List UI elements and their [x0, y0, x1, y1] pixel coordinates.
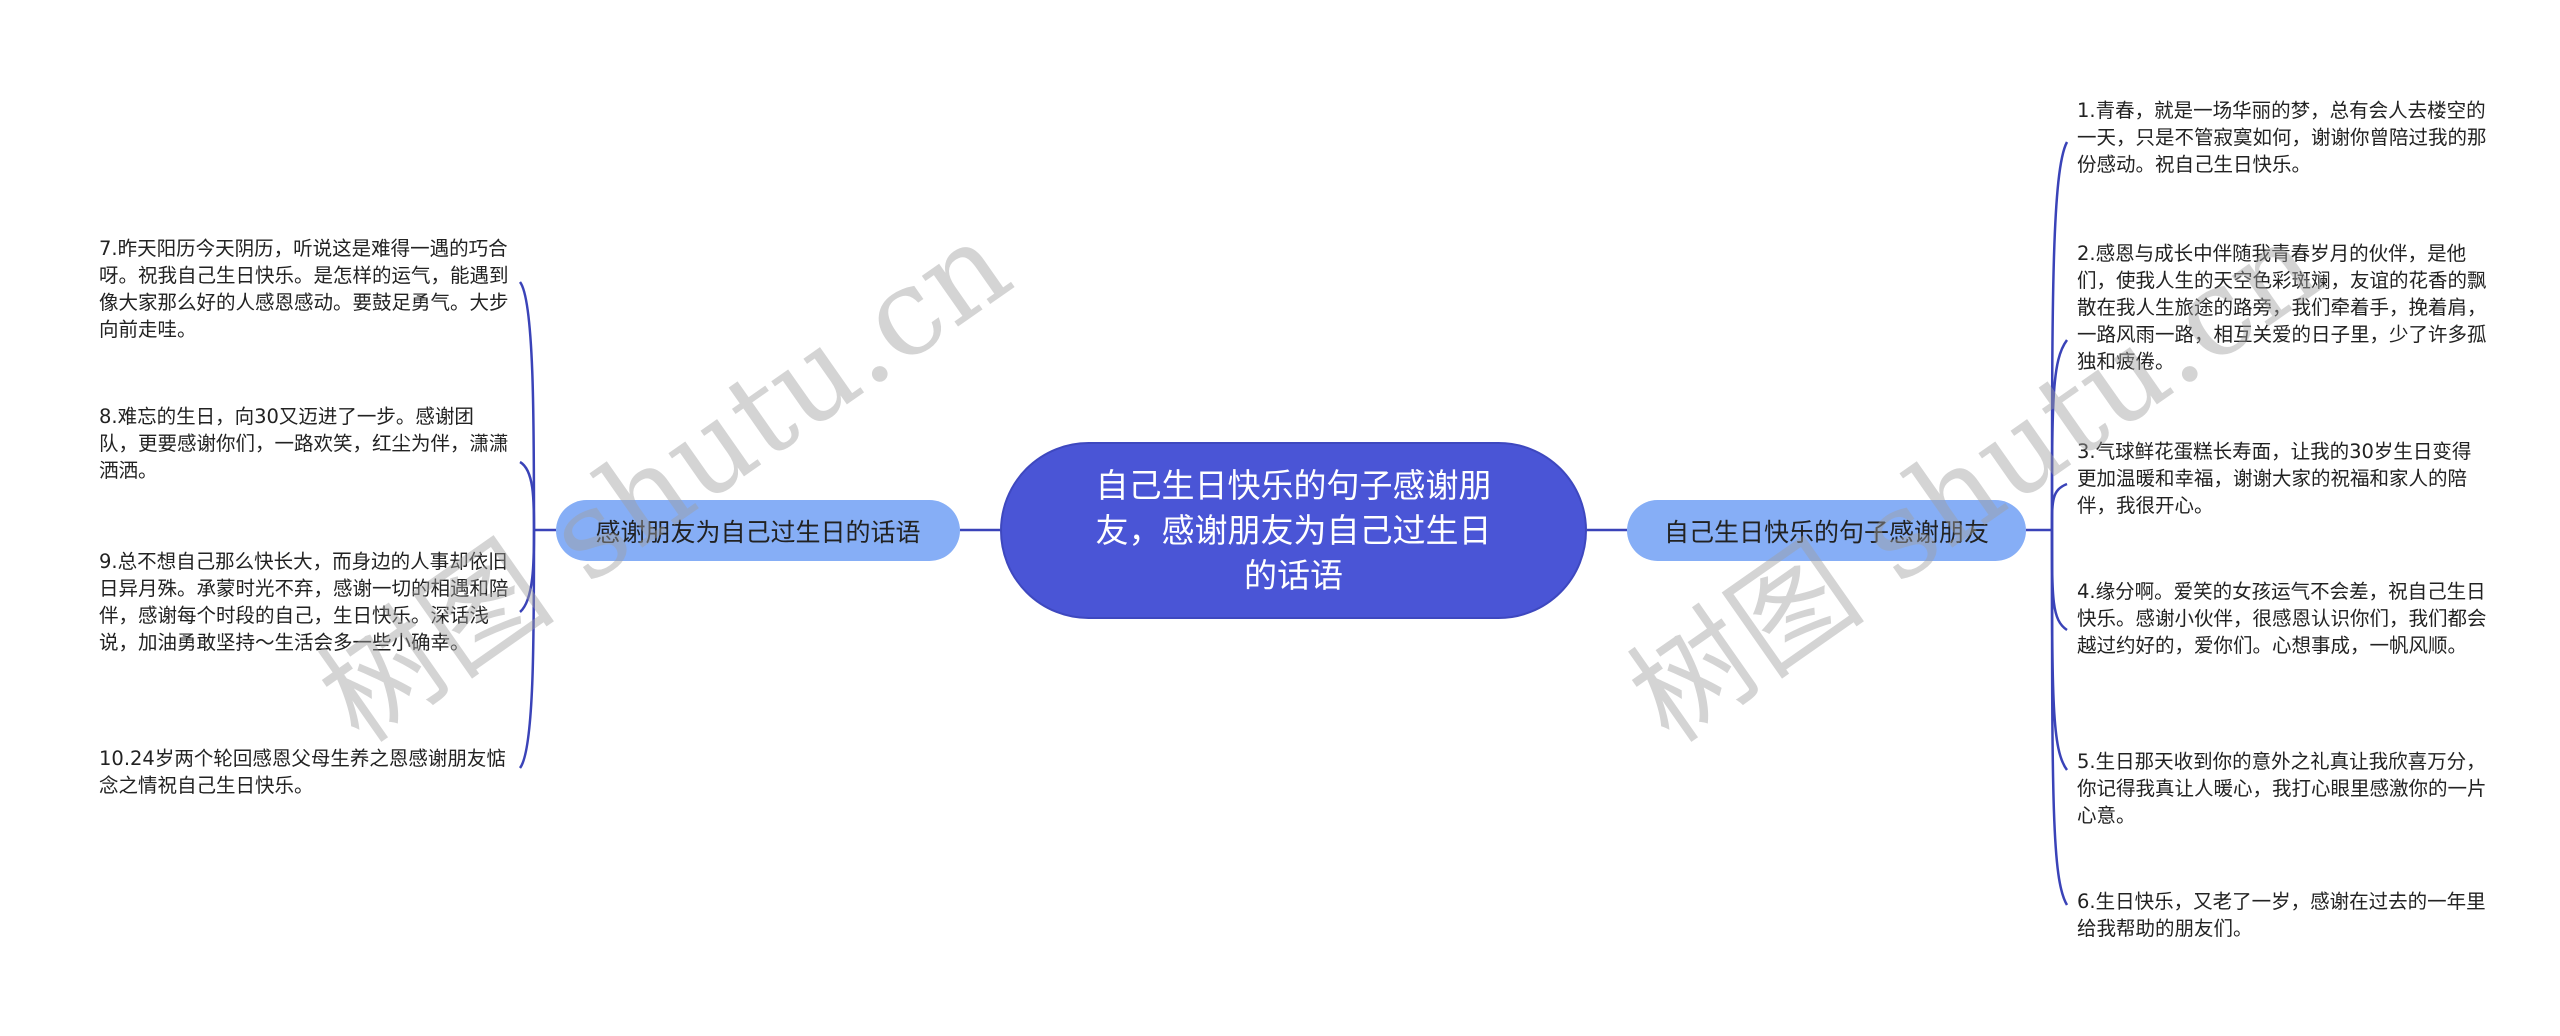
branch-right-label: 自己生日快乐的句子感谢朋友 [1663, 517, 1989, 547]
branch-right[interactable]: 自己生日快乐的句子感谢朋友 [1627, 500, 2026, 561]
leaf-text: 7.昨天阳历今天阴历，听说这是难得一遇的巧合呀。祝我自己生日快乐。是怎样的运气，… [99, 237, 509, 341]
leaf-item-6[interactable]: 6.生日快乐，又老了一岁，感谢在过去的一年里给我帮助的朋友们。 [2077, 888, 2487, 942]
leaf-text: 2.感恩与成长中伴随我青春岁月的伙伴，是他们，使我人生的天空色彩斑斓，友谊的花香… [2077, 242, 2487, 373]
leaf-text: 3.气球鲜花蛋糕长寿面，让我的30岁生日变得更加温暖和幸福，谢谢大家的祝福和家人… [2077, 440, 2472, 517]
leaf-text: 10.24岁两个轮回感恩父母生养之恩感谢朋友惦念之情祝自己生日快乐。 [99, 747, 506, 797]
root-topic-label: 自己生日快乐的句子感谢朋友，感谢朋友为自己过生日的话语 [1095, 466, 1492, 595]
leaf-text: 9.总不想自己那么快长大，而身边的人事却依旧日异月殊。承蒙时光不弃，感谢一切的相… [99, 550, 509, 654]
leaf-item-4[interactable]: 4.缘分啊。爱笑的女孩运气不会差，祝自己生日快乐。感谢小伙伴，很感恩认识你们，我… [2077, 578, 2487, 659]
branch-left-label: 感谢朋友为自己过生日的话语 [595, 517, 921, 547]
leaf-item-2[interactable]: 2.感恩与成长中伴随我青春岁月的伙伴，是他们，使我人生的天空色彩斑斓，友谊的花香… [2077, 240, 2487, 375]
leaf-item-3[interactable]: 3.气球鲜花蛋糕长寿面，让我的30岁生日变得更加温暖和幸福，谢谢大家的祝福和家人… [2077, 438, 2487, 519]
root-topic[interactable]: 自己生日快乐的句子感谢朋友，感谢朋友为自己过生日的话语 [1000, 442, 1587, 619]
leaf-item-1[interactable]: 1.青春，就是一场华丽的梦，总有会人去楼空的一天，只是不管寂寞如何，谢谢你曾陪过… [2077, 97, 2487, 178]
leaf-text: 4.缘分啊。爱笑的女孩运气不会差，祝自己生日快乐。感谢小伙伴，很感恩认识你们，我… [2077, 580, 2487, 657]
leaf-text: 5.生日那天收到你的意外之礼真让我欣喜万分，你记得我真让人暖心，我打心眼里感激你… [2077, 750, 2487, 827]
leaf-item-9[interactable]: 9.总不想自己那么快长大，而身边的人事却依旧日异月殊。承蒙时光不弃，感谢一切的相… [99, 548, 509, 656]
branch-left[interactable]: 感谢朋友为自己过生日的话语 [556, 500, 960, 561]
leaf-item-8[interactable]: 8.难忘的生日，向30又迈进了一步。感谢团队，更要感谢你们，一路欢笑，红尘为伴，… [99, 403, 509, 484]
leaf-item-5[interactable]: 5.生日那天收到你的意外之礼真让我欣喜万分，你记得我真让人暖心，我打心眼里感激你… [2077, 748, 2487, 829]
leaf-text: 8.难忘的生日，向30又迈进了一步。感谢团队，更要感谢你们，一路欢笑，红尘为伴，… [99, 405, 509, 482]
leaf-item-10[interactable]: 10.24岁两个轮回感恩父母生养之恩感谢朋友惦念之情祝自己生日快乐。 [99, 745, 509, 799]
leaf-item-7[interactable]: 7.昨天阳历今天阴历，听说这是难得一遇的巧合呀。祝我自己生日快乐。是怎样的运气，… [99, 235, 509, 343]
leaf-text: 1.青春，就是一场华丽的梦，总有会人去楼空的一天，只是不管寂寞如何，谢谢你曾陪过… [2077, 99, 2487, 176]
leaf-text: 6.生日快乐，又老了一岁，感谢在过去的一年里给我帮助的朋友们。 [2077, 890, 2486, 940]
